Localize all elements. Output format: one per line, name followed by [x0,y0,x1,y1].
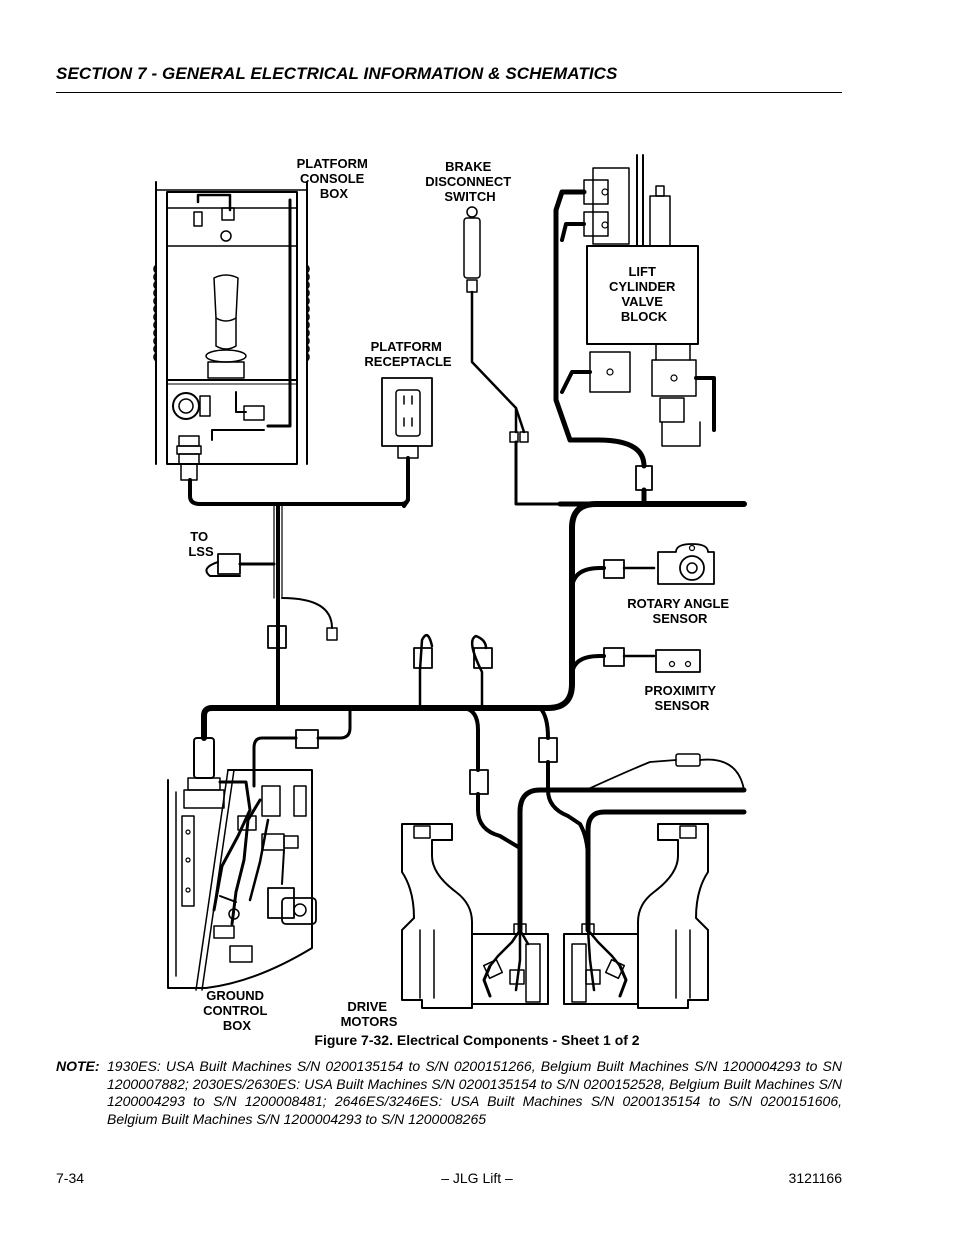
platform-receptacle [381,377,433,508]
label-ground-control-box: GROUND CONTROL BOX [203,988,271,1033]
note-label: NOTE: [56,1058,100,1074]
drive-motors [401,823,709,1009]
label-to-lss: TO LSS [188,529,214,559]
label-drive-motors: DRIVE MOTORS [341,999,398,1029]
document-number: 3121166 [788,1170,842,1186]
section-header: SECTION 7 - GENERAL ELECTRICAL INFORMATI… [56,64,842,84]
main-harness [188,478,747,933]
header-rule [56,92,842,93]
lift-cylinder-valve-block [553,154,716,507]
label-lift-cylinder-valve-block: LIFT CYLINDER VALVE BLOCK [609,264,679,324]
brake-disconnect-switch [463,206,562,506]
label-brake-disconnect-switch: BRAKE DISCONNECT SWITCH [425,159,515,204]
rotary-angle-sensor [657,543,715,585]
label-proximity-sensor: PROXIMITY SENSOR [645,683,720,713]
note-block: NOTE: 1930ES: USA Built Machines S/N 020… [56,1058,842,1128]
note-text: 1930ES: USA Built Machines S/N 020013515… [107,1058,842,1127]
footer-center: – JLG Lift – [441,1170,513,1186]
page-number: 7-34 [56,1170,85,1186]
label-platform-receptacle: PLATFORM RECEPTACLE [364,339,451,369]
section-title: SECTION 7 - GENERAL ELECTRICAL INFORMATI… [56,64,618,83]
figure-caption: Figure 7-32. Electrical Components - She… [314,1032,640,1048]
ground-control-box [167,737,317,991]
proximity-sensor [655,649,701,673]
label-rotary-angle-sensor: ROTARY ANGLE SENSOR [627,596,732,626]
label-platform-console-box: PLATFORM CONSOLE BOX [297,156,372,201]
platform-console-box [153,181,310,481]
